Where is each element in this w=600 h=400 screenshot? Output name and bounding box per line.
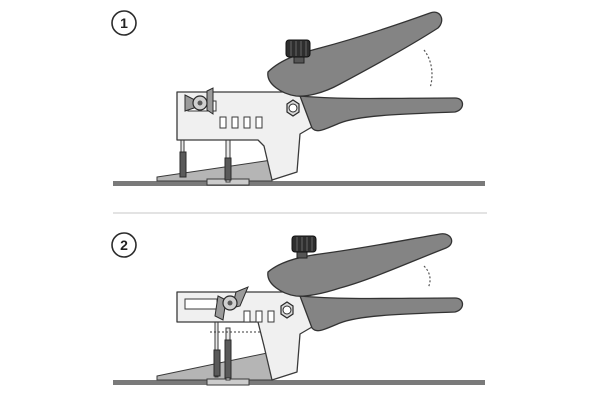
floor-surface <box>113 380 485 385</box>
jaw-slot <box>184 298 218 310</box>
knurled-knob-icon <box>285 39 311 64</box>
step-1-number: 1 <box>120 15 128 31</box>
wing-nut-icon <box>184 87 214 115</box>
step-2-badge: 2 <box>111 232 137 258</box>
upper-handle <box>267 11 443 97</box>
lower-handle <box>299 95 464 132</box>
tile-wedge <box>156 159 273 182</box>
step-1-panel: 1 <box>111 10 485 186</box>
jaw-notches <box>243 310 275 323</box>
floor-surface <box>113 181 485 186</box>
hex-bolt-icon <box>286 99 300 117</box>
step-2-panel: 2 <box>111 232 485 386</box>
rotation-arc-icon <box>423 49 433 89</box>
upper-handle <box>267 233 453 297</box>
step-1-badge: 1 <box>111 10 137 36</box>
spacer-pin <box>224 137 232 183</box>
rotation-arc-icon <box>423 265 431 289</box>
spacer-clip <box>213 314 221 378</box>
wing-nut-icon <box>214 286 249 321</box>
lower-handle <box>299 295 464 332</box>
knurled-knob-icon <box>291 235 317 259</box>
step-2-number: 2 <box>120 237 128 253</box>
spacer-pin <box>224 327 232 381</box>
hex-bolt-icon <box>280 301 294 319</box>
jaw-notches <box>219 116 263 129</box>
